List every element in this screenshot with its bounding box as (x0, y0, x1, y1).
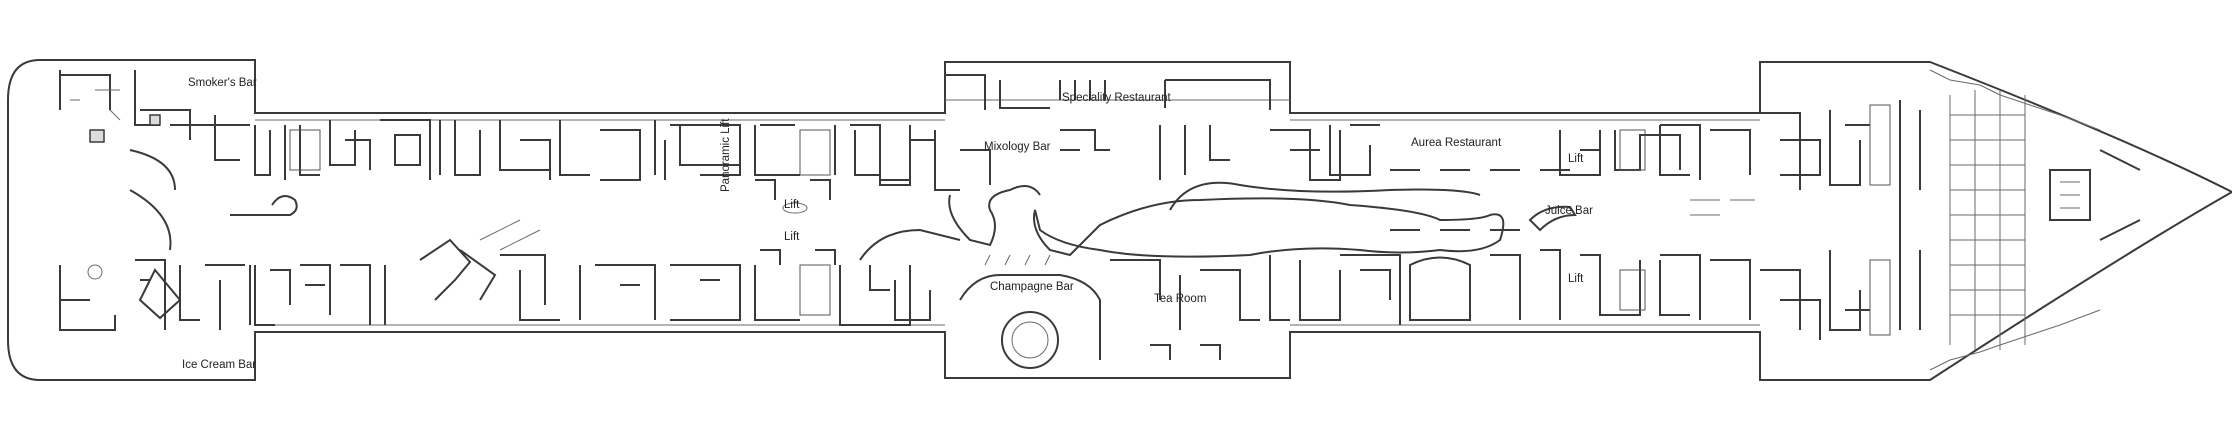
champagne-bar-label: Champagne Bar (990, 281, 1074, 293)
hull-outline (7, 59, 2232, 381)
smokers-bar-label: Smoker's Bar (188, 77, 257, 89)
ice-cream-bar-label: Ice Cream Bar (182, 359, 256, 371)
center-section (755, 74, 1505, 369)
bow-section (1760, 69, 2141, 371)
mixology-bar-label: Mixology Bar (984, 141, 1051, 153)
lift-fwd-lower-label: Lift (784, 231, 800, 243)
mid-aft-section (254, 119, 911, 326)
inner-deck-line (255, 99, 1760, 326)
aft-section (59, 70, 298, 331)
lift-aft-lower-label: Lift (1568, 273, 1584, 285)
tea-room-label: Tea Room (1154, 293, 1206, 305)
lift-fwd-upper-label: Lift (784, 199, 800, 211)
forward-center-section (1269, 124, 1755, 325)
speciality-restaurant-label: Speciality Restaurant (1062, 92, 1171, 104)
lift-aft-upper-label: Lift (1568, 153, 1584, 165)
aurea-restaurant-label: Aurea Restaurant (1411, 137, 1502, 149)
panoramic-lift-label: Panoramic Lift (720, 118, 732, 192)
juice-bar-label: Juice Bar (1545, 205, 1593, 217)
